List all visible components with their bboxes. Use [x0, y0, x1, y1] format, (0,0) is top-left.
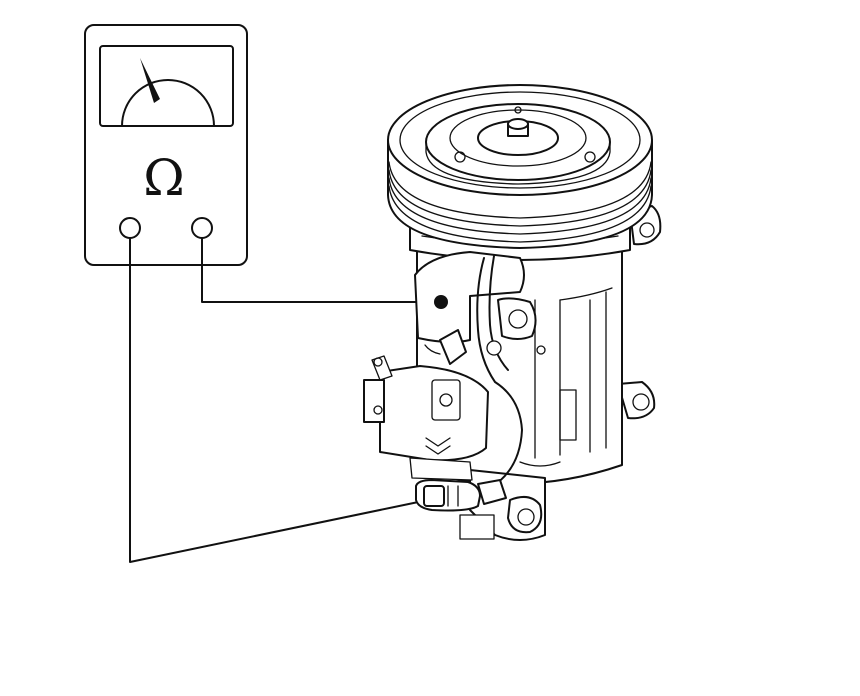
body-ground-test-point: [434, 295, 448, 309]
control-valve: [363, 355, 489, 481]
test-leads: [129, 237, 442, 563]
probe-jack-left: [119, 217, 141, 239]
wire-clip: [439, 329, 467, 365]
meter-scale-arc: [121, 79, 215, 127]
test-lead-to-connector: [129, 237, 429, 563]
ac-compressor: [363, 84, 662, 541]
meter-needle: [140, 58, 160, 103]
connector-terminal: [423, 485, 445, 507]
probe-jack-right: [191, 217, 213, 239]
pulley: [387, 84, 653, 249]
mount-base-tab: [459, 514, 495, 540]
harness-connector: [415, 479, 507, 512]
test-lead-to-body-ground: [201, 237, 442, 303]
meter-display: [99, 45, 234, 127]
ohmmeter: Ω: [84, 24, 248, 266]
thermal-switch: [497, 297, 537, 340]
harness-wire: [476, 257, 523, 489]
ohm-symbol: Ω: [143, 149, 184, 207]
wire-clamp: [486, 340, 502, 356]
